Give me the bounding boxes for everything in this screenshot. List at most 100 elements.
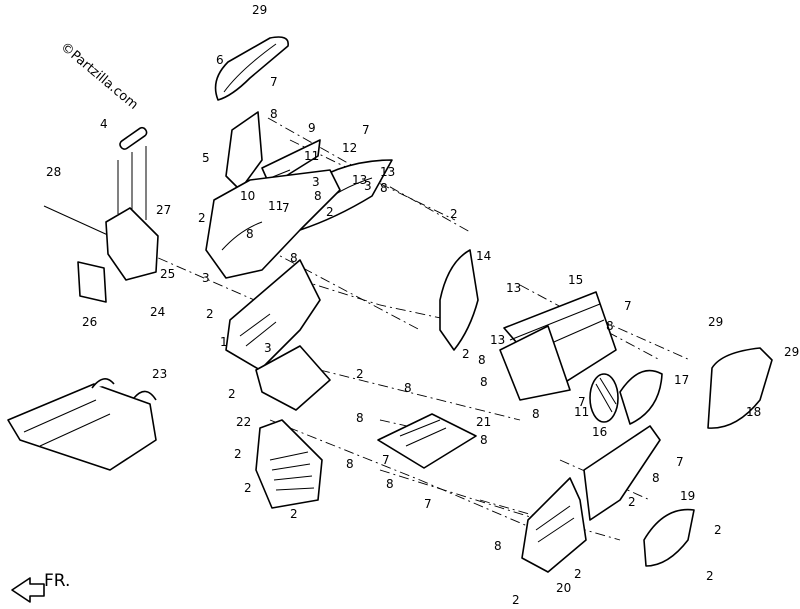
callout-label: 2: [462, 347, 470, 361]
callout-label: 8: [606, 319, 614, 333]
callout-label: 2: [198, 211, 206, 225]
callout-label: 2: [206, 307, 214, 321]
callout-label: 7: [676, 455, 684, 469]
callout-label: 3: [364, 179, 372, 193]
callout-label: 2: [574, 567, 582, 581]
callout-label: 7: [270, 75, 278, 89]
direction-label: FR.: [44, 571, 70, 591]
part-28-rod: [43, 205, 111, 237]
callout-label: 10: [240, 189, 255, 203]
callout-label: 8: [478, 353, 486, 367]
callout-label: 7: [382, 453, 390, 467]
callout-label: 3: [264, 341, 272, 355]
callout-label: 27: [156, 203, 171, 217]
part-1-lower-front: [225, 259, 321, 371]
callout-label: 2: [244, 481, 252, 495]
callout-label: 12: [342, 141, 357, 155]
callout-label: 7: [578, 395, 586, 409]
callout-label: 8: [314, 189, 322, 203]
callout-label: 11: [268, 199, 283, 213]
callout-label: 11: [304, 149, 319, 163]
callout-label: 7: [282, 201, 290, 215]
callout-label: 8: [532, 407, 540, 421]
callout-label: 2: [512, 593, 520, 607]
callout-label: 8: [652, 471, 660, 485]
callout-label: 8: [404, 381, 412, 395]
callout-label: 13: [490, 333, 505, 347]
callout-label: 13: [352, 173, 367, 187]
callout-label: 7: [624, 299, 632, 313]
callout-label: 16: [592, 425, 607, 439]
callout-label: 8: [494, 539, 502, 553]
callout-label: 8: [380, 181, 388, 195]
callout-label: 8: [290, 251, 298, 265]
callout-label: 17: [674, 373, 689, 387]
part-22-front-grille: [255, 419, 323, 509]
part-27-bracket: [105, 146, 159, 281]
callout-label: 3: [312, 175, 320, 189]
callout-label: 26: [82, 315, 97, 329]
callout-label: 8: [270, 107, 278, 121]
callout-label: 14: [476, 249, 491, 263]
callout-label: 13: [380, 165, 395, 179]
callout-label: 25: [160, 267, 175, 281]
part-16-filter: [589, 373, 619, 423]
callout-label: 8: [480, 433, 488, 447]
callout-label: 2: [356, 367, 364, 381]
callout-label: 6: [216, 53, 224, 67]
callout-label: 8: [480, 375, 488, 389]
callout-label: 1: [220, 335, 228, 349]
watermark: ©Partzilla.com: [57, 40, 140, 113]
callout-label: 21: [476, 415, 491, 429]
callout-label: 2: [706, 569, 714, 583]
callout-label: 8: [386, 477, 394, 491]
part-6-upper-cover: [214, 36, 289, 101]
part-4-pin: [119, 126, 148, 150]
callout-label: 15: [568, 273, 583, 287]
part-23-skid-plate: [7, 378, 157, 471]
callout-label: 7: [424, 497, 432, 511]
part-14-side-panel: [439, 249, 479, 351]
part-5-side-bracket: [225, 111, 263, 191]
callout-label: 11: [574, 405, 589, 419]
callout-label: 22: [236, 415, 251, 429]
callout-label: 29: [252, 3, 267, 17]
part-20-lower-side-panel: [521, 477, 587, 573]
part-21-center-tray: [377, 413, 477, 469]
callout-label: 2: [326, 205, 334, 219]
callout-label: 2: [228, 387, 236, 401]
callout-label: 8: [356, 411, 364, 425]
callout-label: 9: [308, 121, 316, 135]
part-2-center-body: [255, 345, 331, 411]
callout-label: 8: [246, 227, 254, 241]
callout-label: 4: [100, 117, 108, 131]
callout-label: 24: [150, 305, 165, 319]
callout-label: 7: [362, 123, 370, 137]
callout-label: 19: [680, 489, 695, 503]
part-13-gasket: [499, 325, 571, 401]
callout-label: 29: [708, 315, 723, 329]
part-19-right-lower-cover: [643, 508, 695, 567]
callout-label: 5: [202, 151, 210, 165]
callout-label: 28: [46, 165, 61, 179]
callout-label: 18: [746, 405, 761, 419]
callout-label: 13: [506, 281, 521, 295]
part-right-long-cover: [583, 425, 661, 521]
callout-label: 2: [290, 507, 298, 521]
callout-label: 23: [152, 367, 167, 381]
callout-label: 3: [202, 271, 210, 285]
part-3-large-panel: [205, 169, 341, 279]
callout-label: 8: [346, 457, 354, 471]
callout-label: 29: [784, 345, 799, 359]
part-18-right-cover: [707, 347, 773, 429]
callout-label: 2: [628, 495, 636, 509]
part-17-ring: [619, 369, 663, 425]
callout-label: 2: [714, 523, 722, 537]
callout-label: 20: [556, 581, 571, 595]
part-26-plate: [77, 261, 107, 303]
callout-label: 2: [450, 207, 458, 221]
callout-label: 2: [234, 447, 242, 461]
